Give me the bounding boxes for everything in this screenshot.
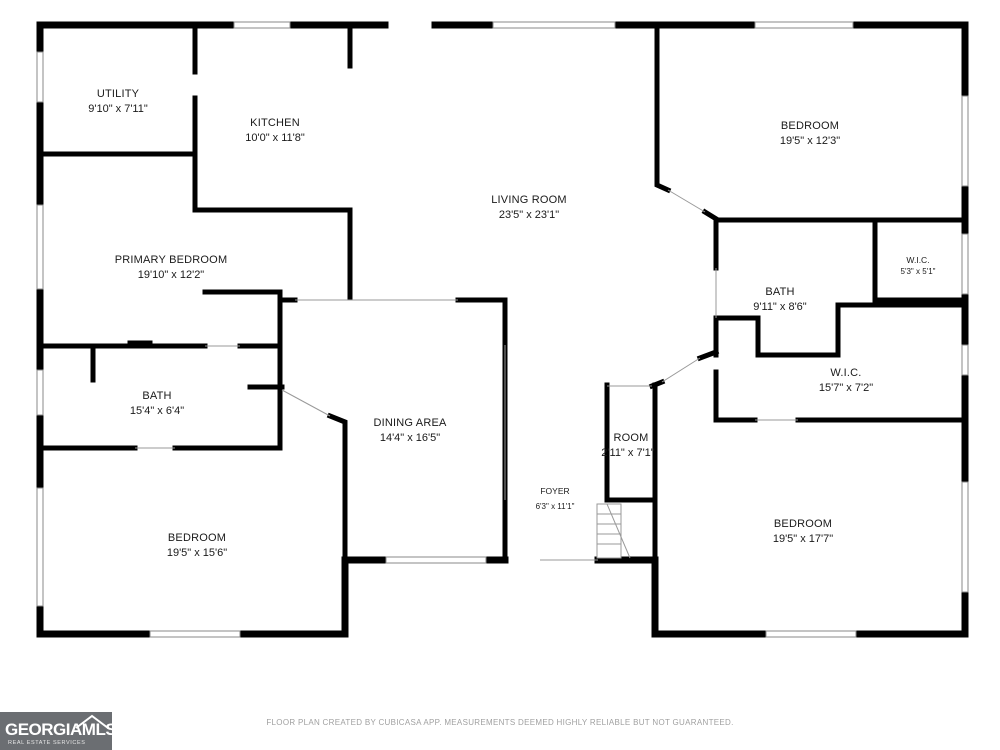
disclaimer: FLOOR PLAN CREATED BY CUBICASA APP. MEAS… [266,718,734,727]
foyer-dim: 6'3" x 11'1" [536,502,575,511]
bedroom-sw-dim: 19'5" x 15'6" [167,547,227,559]
bedroom-ne-dim: 19'5" x 12'3" [780,135,840,147]
bath-east-name: BATH [765,286,794,298]
bedroom-se-name: BEDROOM [774,518,832,530]
wic-small-name: W.I.C. [906,255,929,265]
logo-text: GEORGIAMLS [5,720,117,739]
living-room-name: LIVING ROOM [491,194,567,206]
wic-large-dim: 15'7" x 7'2" [819,382,873,394]
wic-small-dim: 5'3" x 5'1" [901,267,936,276]
dining-area-dim: 14'4" x 16'5" [380,432,440,444]
foyer-name: FOYER [540,486,569,496]
windows [36,21,969,638]
living-room-dim: 23'5" x 23'1" [499,209,559,221]
bedroom-sw-name: BEDROOM [168,532,226,544]
wic-large-name: W.I.C. [830,367,861,379]
primary-bedroom-name: PRIMARY BEDROOM [115,254,228,266]
bedroom-se-dim: 19'5" x 17'7" [773,533,833,545]
utility-dim: 9'10" x 7'11" [88,103,148,115]
bedroom-ne-name: BEDROOM [781,120,839,132]
utility-name: UTILITY [97,88,140,100]
georgia-mls-logo: GEORGIAMLS REAL ESTATE SERVICES [0,712,117,750]
dining-area-name: DINING AREA [373,417,447,429]
bath-east-dim: 9'11" x 8'6" [753,301,806,313]
room-labels: UTILITY 9'10" x 7'11" KITCHEN 10'0" x 11… [88,88,935,559]
bath-west-name: BATH [142,390,171,402]
kitchen-dim: 10'0" x 11'8" [245,132,305,144]
room-name: ROOM [613,432,648,444]
interior-walls [37,25,968,563]
doors [135,189,798,561]
room-dim: 2'11" x 7'1" [601,447,654,459]
roof-icon [75,714,109,729]
kitchen-name: KITCHEN [250,117,300,129]
logo-subtext: REAL ESTATE SERVICES [8,740,86,746]
stairs [596,503,631,559]
primary-bedroom-dim: 19'10" x 12'2" [138,269,205,281]
bath-west-dim: 15'4" x 6'4" [130,405,184,417]
